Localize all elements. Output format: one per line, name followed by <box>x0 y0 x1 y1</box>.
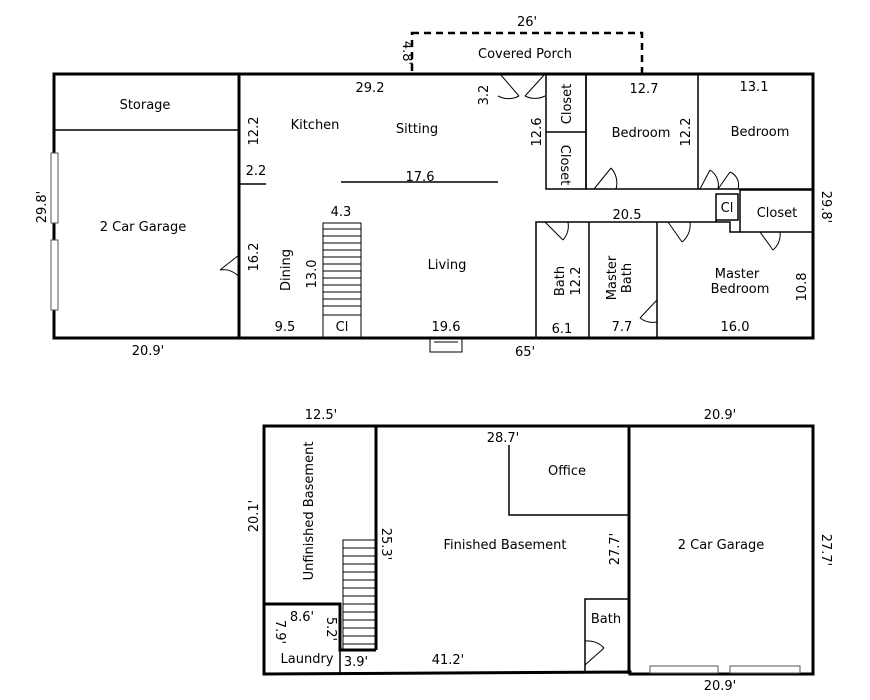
office-label: Office <box>548 464 586 479</box>
master-bath-door-swing <box>639 299 658 323</box>
garage-label: 2 Car Garage <box>100 220 187 235</box>
unfinished-label: Unfinished Basement <box>302 442 317 581</box>
dim-12-2-kitchen: 12.2 <box>247 117 262 146</box>
hall-closet-label: Cl <box>721 201 734 216</box>
bedroom1-label: Bedroom <box>612 126 671 141</box>
dim-2-2: 2.2 <box>246 164 267 179</box>
basement-dim-25-3: 25.3' <box>378 528 393 561</box>
hall-closet <box>715 193 739 221</box>
basement-garage-label: 2 Car Garage <box>678 538 765 553</box>
entry-door-swing <box>497 73 546 100</box>
dim-9-5: 9.5 <box>275 320 296 335</box>
master-bath-label-2: Bath <box>620 263 635 293</box>
stair-closet-label: Cl <box>336 320 349 335</box>
master-closet-label: Closet <box>757 206 798 221</box>
dim-13-0: 13.0 <box>305 260 320 289</box>
basement-garage-width-bottom: 20.9' <box>704 679 737 694</box>
porch-width-dim: 26' <box>517 15 537 30</box>
master-bed-door-swing <box>667 221 691 243</box>
basement-garage-depth: 27.7' <box>818 534 833 567</box>
garage-door-right <box>729 665 801 674</box>
dim-12-6: 12.6 <box>530 118 545 147</box>
main-outer-wall <box>52 72 815 340</box>
dim-16-2: 16.2 <box>247 243 262 272</box>
total-width-dim: 65' <box>515 345 535 360</box>
basement-garage-width-top: 20.9' <box>704 408 737 423</box>
finished-basement-label: Finished Basement <box>443 538 566 553</box>
dim-3-2: 3.2 <box>477 85 492 106</box>
basement-dim-3-9: 3.9' <box>344 655 368 670</box>
bedroom2-door-swing <box>699 169 740 190</box>
dim-4-3: 4.3 <box>331 205 352 220</box>
garage-depth-dim: 29.8' <box>35 191 50 224</box>
sitting-label: Sitting <box>396 122 438 137</box>
master-bed-label-2: Bedroom <box>711 282 770 297</box>
basement-bath-label: Bath <box>591 612 621 627</box>
dim-19-6: 19.6 <box>432 320 461 335</box>
dining-label: Dining <box>279 249 294 291</box>
garage-door-left <box>649 665 719 674</box>
basement-dim-12-5: 12.5' <box>305 408 338 423</box>
garage-window-lower <box>50 239 59 311</box>
garage-window-upper <box>50 152 59 224</box>
dim-6-1: 6.1 <box>552 322 573 337</box>
stair-closet <box>322 314 362 339</box>
storage-label: Storage <box>120 98 171 113</box>
basement-dim-28-7: 28.7' <box>487 431 520 446</box>
basement-bath <box>584 598 630 673</box>
dim-12-2-bath: 12.2 <box>569 267 584 296</box>
garage-door-swing <box>219 254 240 278</box>
dim-12-2-bed: 12.2 <box>679 118 694 147</box>
basement-dim-7-9: 7.9' <box>272 620 287 644</box>
laundry-label: Laundry <box>281 652 334 667</box>
dim-16-0: 16.0 <box>721 320 750 335</box>
basement-stairs <box>342 539 376 651</box>
dim-10-8: 10.8 <box>795 273 810 302</box>
basement-bath-door-swing <box>584 640 605 666</box>
bath-door-swing <box>544 221 569 241</box>
master-suite-walls <box>535 220 740 338</box>
basement-dim-41-2: 41.2' <box>432 653 465 668</box>
right-depth-dim: 29.8' <box>818 191 833 224</box>
basement-dim-20-1: 20.1' <box>247 500 262 533</box>
living-label: Living <box>428 258 467 273</box>
master-bath-label-1: Master <box>605 255 620 300</box>
garage-width-dim: 20.9' <box>132 344 165 359</box>
dim-17-6: 17.6 <box>406 170 435 185</box>
closet-upper-label: Closet <box>560 84 575 125</box>
kitchen-label: Kitchen <box>291 118 340 133</box>
basement-dim-8-6: 8.6' <box>290 610 314 625</box>
dim-13-1: 13.1 <box>740 80 769 95</box>
main-stairs <box>322 222 362 316</box>
dim-29-2: 29.2 <box>356 81 385 96</box>
master-closet <box>739 189 814 233</box>
master-closet-door-swing <box>759 231 781 251</box>
porch-label: Covered Porch <box>478 47 572 62</box>
dim-12-7: 12.7 <box>630 82 659 97</box>
dim-7-7: 7.7 <box>612 320 633 335</box>
main-floor-plan: 26' 4.8' Covered Porch Storage 2 Car Gar… <box>35 15 833 360</box>
closet-lower-label: Closet <box>557 145 572 186</box>
bedroom2-label: Bedroom <box>731 125 790 140</box>
basement-dim-27-7-inner: 27.7' <box>608 533 623 566</box>
office-walls <box>508 445 629 516</box>
basement-plan: 12.5' 20.1' Unfinished Basement 25.3' 8.… <box>247 408 833 694</box>
front-step <box>429 337 463 353</box>
master-bed-label-1: Master <box>715 267 760 282</box>
bedroom1-door-swing <box>593 167 618 190</box>
basement-dim-5-2: 5.2' <box>323 617 338 641</box>
bath-label: Bath <box>553 266 568 296</box>
porch-depth-dim: 4.8' <box>399 41 414 65</box>
dim-20-5: 20.5 <box>613 208 642 223</box>
